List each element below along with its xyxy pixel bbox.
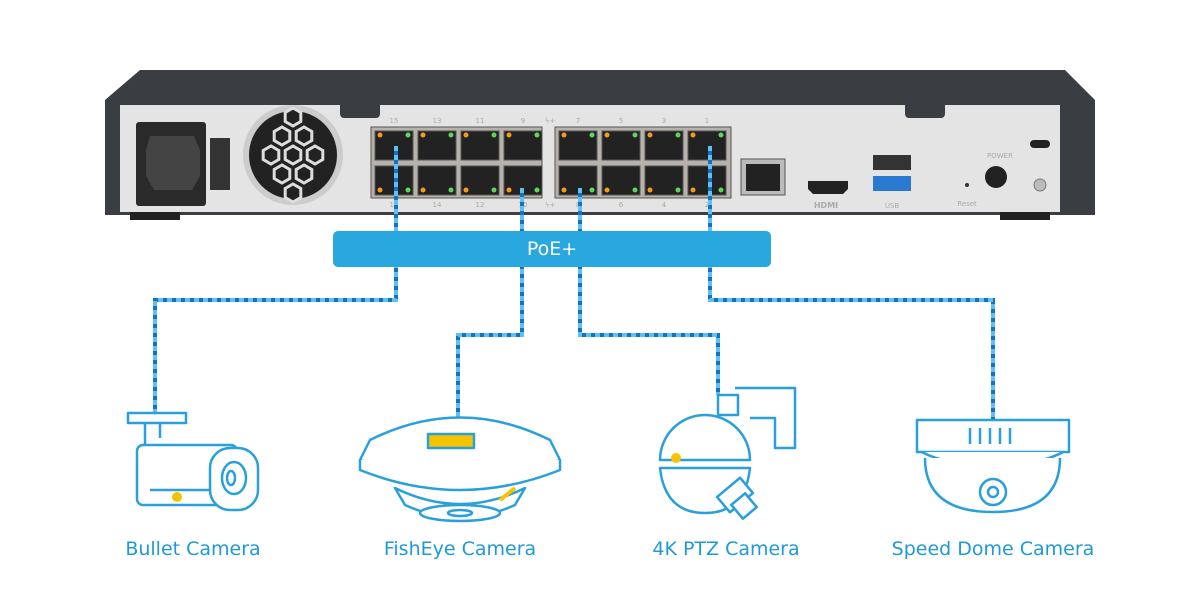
port-number: 5: [619, 117, 623, 125]
port-number: 12: [476, 201, 485, 209]
led: [561, 187, 567, 193]
ground-screw: [1033, 178, 1047, 192]
poe-mark: ϟ+: [545, 117, 556, 125]
ptz-camera-icon: [658, 386, 797, 520]
port-number: 6: [619, 201, 624, 209]
led: [718, 132, 724, 138]
led: [506, 187, 512, 193]
led: [675, 132, 681, 138]
port-number: 4: [662, 201, 667, 209]
bullet-camera-label: Bullet Camera: [125, 538, 261, 560]
led: [604, 132, 610, 138]
fan-hole: [272, 125, 292, 147]
port-number: 13: [433, 117, 442, 125]
reset-button: [965, 183, 969, 187]
fan-hole: [283, 106, 303, 128]
led: [647, 187, 653, 193]
led: [690, 132, 696, 138]
fan-hole: [305, 144, 325, 166]
power-switch: [210, 138, 230, 190]
led: [604, 187, 610, 193]
fan-hole: [294, 125, 314, 147]
fan-hole: [272, 163, 292, 185]
led: [491, 187, 497, 193]
port-number: 2: [705, 201, 709, 209]
port-number: 1: [705, 117, 709, 125]
fisheye-camera-label: FishEye Camera: [383, 538, 537, 560]
port-number: 14: [433, 201, 442, 209]
led: [463, 132, 469, 138]
led: [647, 132, 653, 138]
speed-dome-camera-label: Speed Dome Camera: [891, 538, 1095, 560]
led: [589, 132, 595, 138]
led: [632, 187, 638, 193]
port-number: 9: [521, 117, 525, 125]
poe-mark: ϟ+: [545, 201, 556, 209]
hdmi-label: HDMI: [814, 201, 838, 210]
poe-plus-switch-bar: PoE+: [333, 231, 771, 267]
led: [405, 187, 411, 193]
led: [448, 187, 454, 193]
usb-port-3: [873, 176, 911, 191]
fisheye-camera-icon: [358, 416, 562, 523]
led: [420, 132, 426, 138]
usb-label: USB: [885, 202, 900, 210]
led: [632, 132, 638, 138]
led: [448, 132, 454, 138]
port-number: 3: [662, 117, 666, 125]
led: [377, 132, 383, 138]
port-number: 15: [390, 117, 399, 125]
fan-hole: [283, 182, 303, 204]
led: [675, 187, 681, 193]
lock-slot: [1030, 140, 1050, 148]
led: [534, 187, 540, 193]
led: [534, 132, 540, 138]
led: [405, 132, 411, 138]
led: [463, 187, 469, 193]
power-button: [985, 166, 1007, 188]
led: [491, 132, 497, 138]
led: [506, 132, 512, 138]
led: [718, 187, 724, 193]
bullet-camera-icon: [126, 411, 260, 512]
fan-hole: [283, 144, 303, 166]
speed-dome-camera-icon: [915, 418, 1071, 514]
led: [377, 187, 383, 193]
led: [420, 187, 426, 193]
port-number: 11: [476, 117, 485, 125]
power-label: POWER: [987, 152, 1013, 160]
fan-hole: [261, 144, 281, 166]
fan-hole: [294, 163, 314, 185]
port-number: 7: [576, 117, 580, 125]
ptz-camera-label: 4K PTZ Camera: [652, 538, 800, 560]
reset-label: Reset: [957, 200, 977, 208]
led: [690, 187, 696, 193]
led: [589, 187, 595, 193]
usb-port-1: [873, 155, 911, 170]
led: [561, 132, 567, 138]
hdmi-port: [808, 181, 848, 194]
